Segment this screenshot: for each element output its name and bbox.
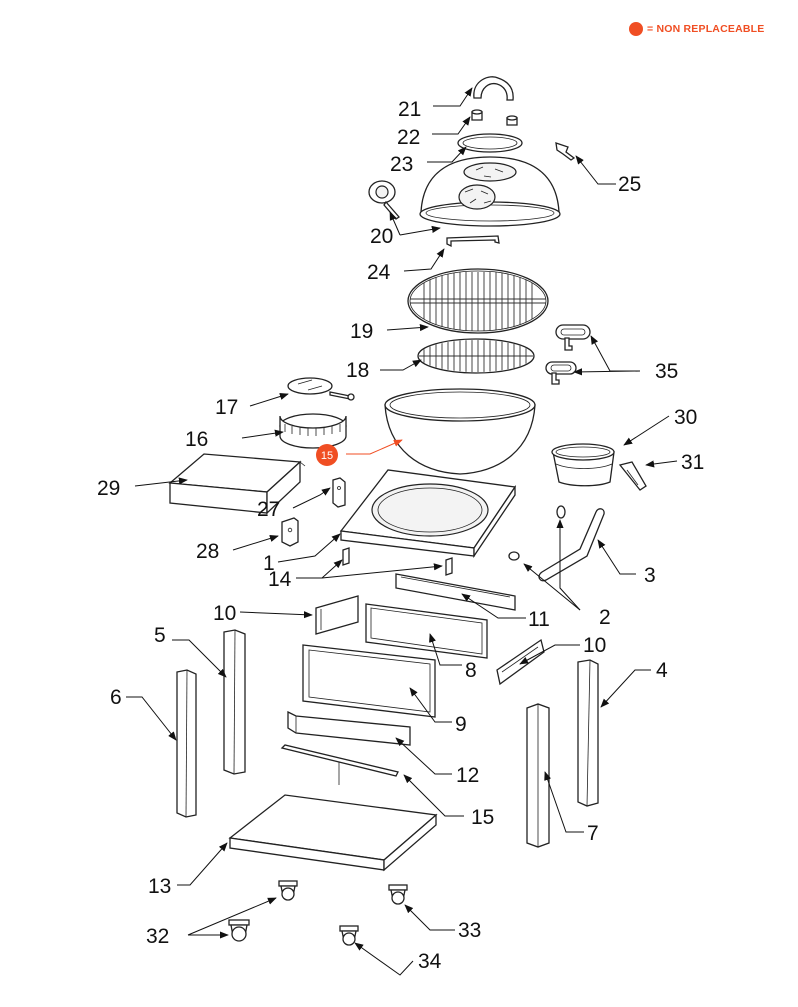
part-10-side-rail-right (496, 638, 545, 686)
part-20-cooking-grate (407, 268, 549, 334)
callout-8: 8 (465, 659, 477, 682)
part-18-damper-blade (287, 377, 355, 401)
callout-13: 12 (456, 764, 479, 787)
part-19-charcoal-grate (417, 338, 535, 374)
part-32-casters (228, 880, 298, 942)
callout-23: 22 (397, 126, 420, 149)
callout-12: 13 (148, 875, 171, 898)
callout-31: 31 (681, 451, 704, 474)
part-29-side-shelf (168, 453, 306, 515)
part-21-lid-thermometer (368, 180, 400, 220)
callout-1: 1 (263, 552, 275, 575)
part-27-shelf-bracket (332, 477, 346, 508)
part-25-lid-bail (446, 235, 500, 248)
callout-32: 32 (146, 925, 169, 948)
part-34-caster (339, 925, 359, 946)
part-28-shelf-bracket (281, 517, 299, 547)
legend-label: = NON REPLACEABLE (647, 23, 765, 35)
callout-27: 27 (257, 498, 280, 521)
callout-10-left: 10 (213, 602, 236, 625)
callout-24: 23 (390, 153, 413, 176)
callout-25: 24 (367, 261, 391, 284)
callout-16: 15 (321, 450, 333, 462)
callout-10-right: 10 (583, 634, 606, 657)
non-replaceable-marker-icon (629, 22, 643, 36)
part-26-lid-hook (555, 142, 576, 161)
callout-6: 6 (110, 686, 122, 709)
part-11-rear-panel (395, 573, 516, 611)
legend: = NON REPLACEABLE (629, 22, 764, 36)
part-33-caster (388, 884, 408, 905)
callout-17: 16 (185, 428, 208, 451)
part-4-leg-right-rear (577, 659, 599, 807)
callout-30: 30 (674, 406, 697, 429)
part-15-support-rod (280, 744, 399, 785)
part-17-ash-catcher-ring (279, 413, 347, 449)
callout-labels: 21 22 23 25 20 24 19 18 35 17 16 30 31 2… (97, 98, 704, 973)
callout-29: 29 (97, 477, 120, 500)
callout-9: 9 (455, 713, 467, 736)
part-16-bowl (384, 388, 536, 475)
part-lid-dome (419, 156, 561, 227)
callout-21: 20 (370, 225, 393, 248)
callout-34: 34 (418, 950, 442, 973)
part-30-ash-bucket (551, 443, 615, 487)
part-7-leg-right-front (526, 703, 550, 848)
callout-15: 15 (471, 806, 494, 829)
callout-2: 2 (599, 606, 611, 629)
part-14-frame-clips (342, 547, 453, 576)
callout-20: 19 (350, 320, 373, 343)
part-12-bottom-shelf (228, 794, 438, 872)
part-24-lid-heat-shield (457, 133, 523, 153)
callout-16-non-replaceable: 15 (316, 444, 338, 466)
callout-19: 18 (346, 359, 369, 382)
part-10-side-rail-left (315, 595, 359, 635)
non-replaceable-badge-icon (316, 444, 338, 466)
callout-35: 35 (655, 360, 678, 383)
part-13-lower-rail (287, 710, 411, 746)
part-5-leg-left-rear (223, 629, 246, 775)
callout-3: 3 (644, 564, 656, 587)
part-1-top-frame (339, 469, 517, 559)
callout-5: 5 (154, 624, 166, 647)
part-31-bucket-handle-clip (618, 461, 647, 491)
part-6-leg-left-front (176, 669, 197, 818)
part-35-tool-hooks (545, 324, 591, 385)
part-2-handle-caps (508, 505, 566, 561)
callout-4: 4 (656, 659, 668, 682)
part-8-front-panel (365, 603, 488, 659)
callout-11: 11 (528, 608, 550, 631)
part-22-lid-handle (473, 76, 514, 101)
callout-33: 33 (458, 919, 481, 942)
callout-22: 21 (398, 98, 421, 121)
leader-lines (126, 87, 678, 976)
callout-18: 17 (215, 396, 238, 419)
callout-14: 14 (268, 568, 292, 591)
part-3-cart-handle (538, 508, 605, 582)
part-23-handle-fittings (471, 109, 518, 126)
callout-28: 28 (196, 540, 219, 563)
callout-7: 7 (587, 822, 599, 845)
part-9-cabinet-door (302, 644, 436, 718)
callout-26: 25 (618, 173, 641, 196)
